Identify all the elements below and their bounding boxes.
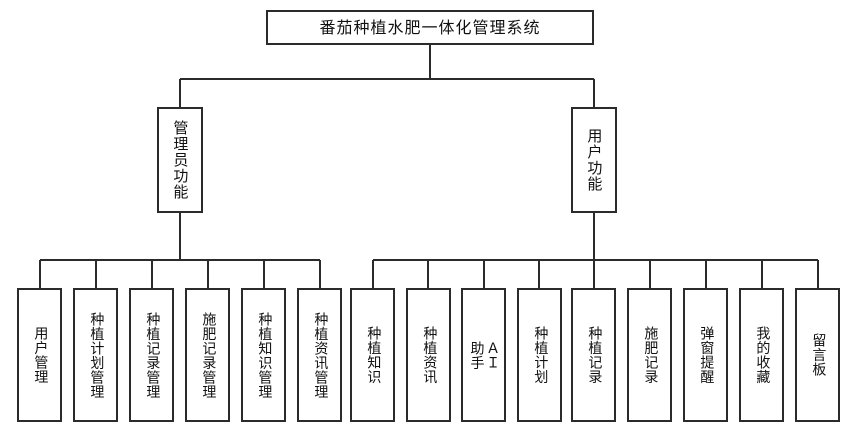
leaf-node-user-7: 弹窗提醒	[683, 288, 728, 422]
root-node-system-title: 番茄种植水肥一体化管理系统	[266, 10, 594, 45]
leaf-node-user-1: 种植知识	[350, 288, 395, 422]
leaf-node-label: ＡＩ 助手	[468, 340, 501, 370]
leaf-node-label: 施肥记录	[642, 326, 659, 384]
leaf-node-user-9: 留言板	[795, 288, 840, 422]
leaf-node-label: 我的收藏	[754, 326, 771, 384]
branch-node-admin-label: 管理员功能	[171, 120, 190, 200]
leaf-node-admin-3: 种植记录管理	[129, 288, 174, 422]
leaf-node-label: 留言板	[810, 333, 827, 377]
leaf-node-admin-1: 用户管理	[17, 288, 62, 422]
leaf-node-admin-6: 种植资讯管理	[297, 288, 342, 422]
leaf-node-admin-2: 种植计划管理	[73, 288, 118, 422]
leaf-node-label: 种植知识	[365, 326, 382, 384]
branch-node-user-label: 用户功能	[585, 128, 604, 192]
leaf-node-label: 用户管理	[32, 326, 49, 384]
leaf-node-label: 种植计划管理	[88, 311, 105, 399]
leaf-node-label: 种植记录管理	[144, 311, 161, 399]
leaf-node-label: 种植知识管理	[256, 311, 273, 399]
branch-node-admin-functions: 管理员功能	[157, 107, 203, 213]
leaf-node-label: 种植记录	[586, 326, 603, 384]
leaf-node-label: 种植资讯管理	[312, 311, 329, 399]
leaf-node-label: 施肥记录管理	[200, 311, 217, 399]
leaf-node-user-2: 种植资讯	[406, 288, 451, 422]
leaf-node-admin-5: 种植知识管理	[241, 288, 286, 422]
leaf-node-user-6: 施肥记录	[627, 288, 672, 422]
leaf-node-user-8: 我的收藏	[739, 288, 784, 422]
leaf-node-label: 种植资讯	[421, 326, 438, 384]
leaf-node-admin-4: 施肥记录管理	[185, 288, 230, 422]
branch-node-user-functions: 用户功能	[571, 107, 617, 213]
leaf-node-user-3-ai-assistant: ＡＩ 助手	[461, 288, 506, 422]
leaf-node-label: 弹窗提醒	[698, 326, 715, 384]
root-node-label: 番茄种植水肥一体化管理系统	[319, 17, 541, 37]
leaf-node-user-5: 种植记录	[571, 288, 616, 422]
leaf-node-label: 种植计划	[532, 326, 549, 384]
leaf-node-user-4: 种植计划	[517, 288, 562, 422]
